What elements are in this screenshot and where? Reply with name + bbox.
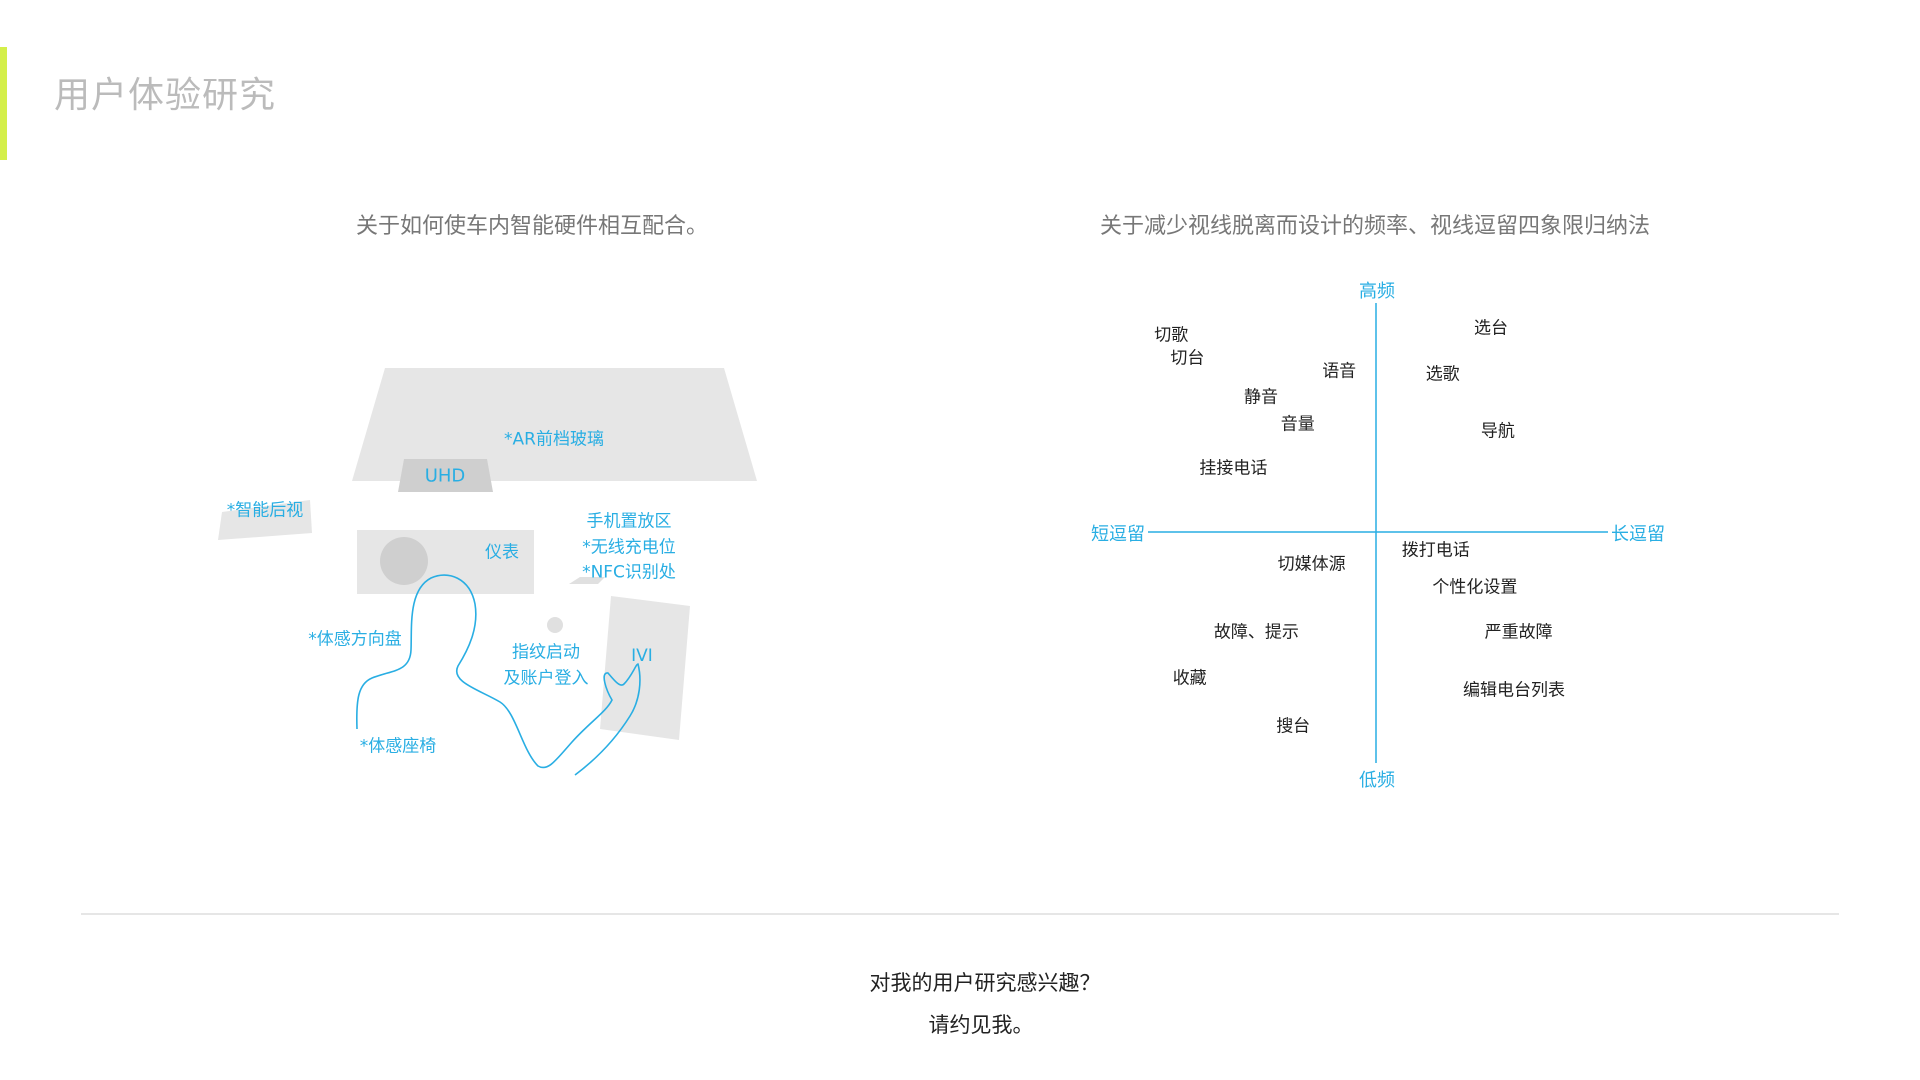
chart-point-label: 故障、提示 [1213,622,1299,643]
chart-point-label: 收藏 [1172,668,1207,689]
seat-label: *体感座椅 [359,736,437,757]
chart-point-label: 切台 [1170,348,1205,369]
ivi-screen-shape [600,596,690,740]
ar-windshield-label: *AR前档玻璃 [504,429,604,450]
footer-question: 对我的用户研究感兴趣？ [869,971,1101,995]
chart-point-label: 选台 [1474,318,1508,339]
left-subtitle: 关于如何使车内智能硬件相互配合。 [355,214,709,239]
chart-point-label: 音量 [1280,414,1315,435]
nfc-label: *NFC识别处 [582,562,676,583]
chart-point-label: 搜台 [1276,716,1311,737]
chart-point-label: 严重故障 [1484,622,1553,643]
uhd-shape [398,459,493,492]
rearview-shape [218,500,312,540]
axis-label-high-frequency: 高频 [1359,281,1395,302]
chart-title: 关于减少视线脱离而设计的频率、视线逗留四象限归纳法 [1099,214,1651,239]
chart-point-label: 语音 [1322,361,1357,382]
chart-point-label: 拨打电话 [1401,540,1470,561]
account-login-label: 及账户登入 [503,668,589,689]
chart-point-label: 选歌 [1425,364,1460,385]
phone-zone-label: 手机置放区 [586,511,672,532]
chart-point-label: 个性化设置 [1432,577,1518,598]
chart-point-label: 静音 [1244,387,1278,408]
windshield-shape [352,368,757,481]
axis-label-low-frequency: 低频 [1359,770,1395,791]
footer-invite: 请约见我。 [928,1013,1034,1037]
chart-point-label: 导航 [1480,421,1515,442]
accent-bar [0,47,7,160]
wireless-charging-label: *无线充电位 [582,537,676,558]
smart-rearview-label: *智能后视 [226,500,304,521]
axis-label-long-stay: 长逗留 [1611,524,1665,545]
page-title: 用户体验研究 [54,75,277,116]
phone-zone-shape [569,577,605,584]
axis-label-short-stay: 短逗留 [1091,524,1145,545]
chart-point-label: 挂接电话 [1199,458,1268,479]
ivi-label: IVI [631,646,653,666]
steering-wheel-label: *体感方向盘 [308,629,402,650]
fingerprint-label: 指纹启动 [512,642,580,663]
chart-point-label: 切媒体源 [1277,554,1346,575]
chart-point-label: 切歌 [1154,325,1189,346]
uhd-label: UHD [424,465,466,487]
gauge-circle [380,537,428,585]
divider [81,913,1839,915]
person-outline [355,574,641,776]
chart-point-label: 编辑电台列表 [1463,680,1565,701]
fingerprint-dot [547,617,563,633]
dashboard-label: 仪表 [485,542,519,563]
